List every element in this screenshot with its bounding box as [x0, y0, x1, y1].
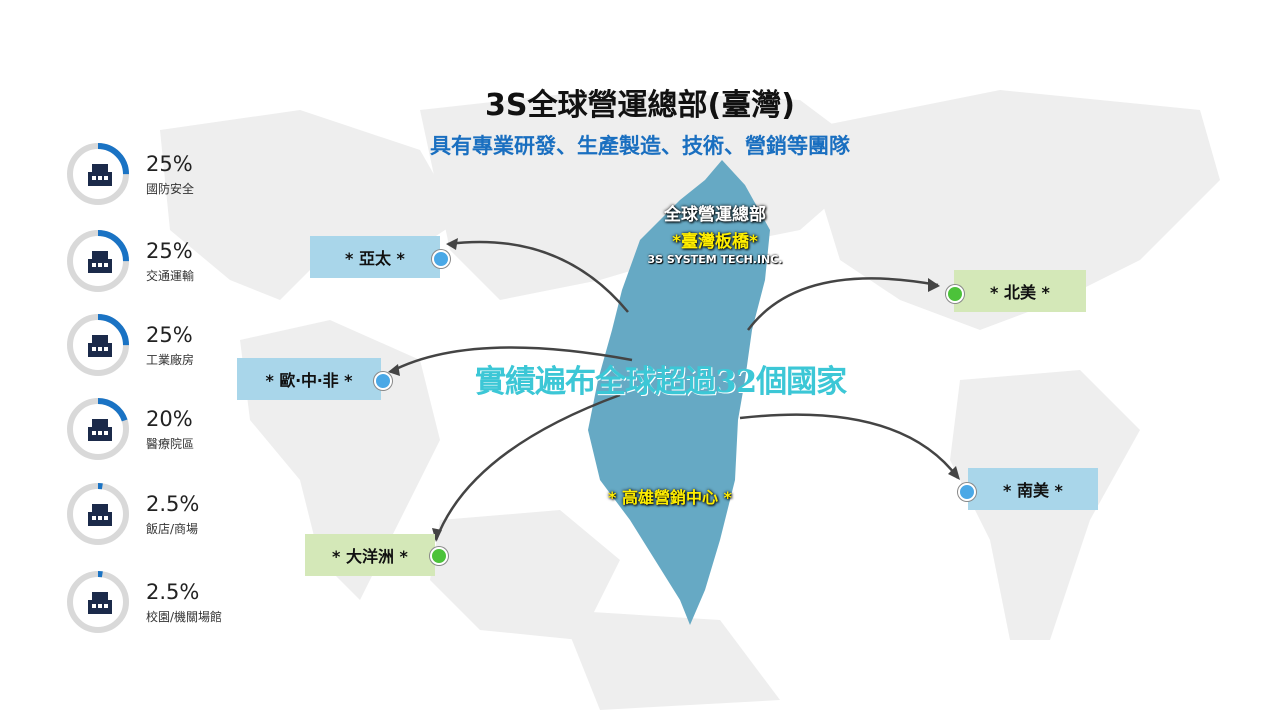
region-label: * 北美 *	[990, 283, 1050, 302]
region-label: * 大洋洲 *	[332, 547, 408, 566]
region-marker	[432, 250, 450, 268]
region-marker	[430, 547, 448, 565]
hospital-icon	[88, 419, 112, 441]
stat-percent: 20%	[146, 407, 193, 431]
stat-percent: 25%	[146, 323, 193, 347]
region-label: * 南美 *	[1003, 481, 1063, 500]
region-north-america[interactable]: * 北美 *	[954, 270, 1086, 312]
stat-percent: 25%	[146, 152, 193, 176]
stat-percent: 2.5%	[146, 580, 200, 604]
kaohsiung-center: * 高雄營銷中心 *	[608, 488, 732, 507]
region-asia-pacific[interactable]: * 亞太 *	[310, 236, 440, 278]
military-base-icon	[88, 164, 112, 186]
stat-item: 25% 工業廠房	[66, 313, 266, 383]
hq-location: *臺灣板橋*	[672, 232, 758, 252]
headline: 實績遍布全球超過32個國家	[475, 364, 847, 400]
factory-icon	[88, 335, 112, 357]
region-label: * 亞太 *	[345, 249, 405, 268]
page-title: 3S全球營運總部(臺灣)	[485, 88, 795, 123]
stat-percent: 25%	[146, 239, 193, 263]
government-building-icon	[88, 592, 112, 614]
region-south-america[interactable]: * 南美 *	[968, 468, 1098, 510]
stat-label: 醫療院區	[146, 437, 195, 451]
stat-item: 20% 醫療院區	[66, 397, 266, 467]
taiwan-island	[588, 160, 770, 625]
stat-item: 2.5% 飯店/商場	[66, 482, 266, 552]
page-subtitle: 具有專業研發、生產製造、技術、營銷等團隊	[430, 134, 850, 158]
hotel-mall-icon	[88, 504, 112, 526]
hq-company: 3S SYSTEM TECH.INC.	[647, 253, 783, 266]
stat-label: 國防安全	[146, 182, 195, 196]
region-marker	[946, 285, 964, 303]
stat-item: 2.5% 校園/機關場館	[66, 570, 266, 640]
region-marker	[374, 372, 392, 390]
stat-label: 飯店/商場	[146, 522, 199, 536]
stat-label: 校園/機關場館	[146, 610, 223, 624]
stat-percent: 2.5%	[146, 492, 200, 516]
stat-label: 工業廠房	[146, 353, 195, 367]
region-label: * 歐‧中‧非 *	[265, 371, 353, 390]
region-marker	[958, 483, 976, 501]
transport-icon	[88, 251, 112, 273]
hq-title: 全球營運總部	[664, 205, 766, 225]
stat-item: 25% 國防安全	[66, 142, 266, 212]
region-europe-china-africa[interactable]: * 歐‧中‧非 *	[237, 358, 381, 400]
stat-item: 25% 交通運輸	[66, 229, 266, 299]
stat-label: 交通運輸	[146, 269, 195, 283]
region-oceania[interactable]: * 大洋洲 *	[305, 534, 435, 576]
